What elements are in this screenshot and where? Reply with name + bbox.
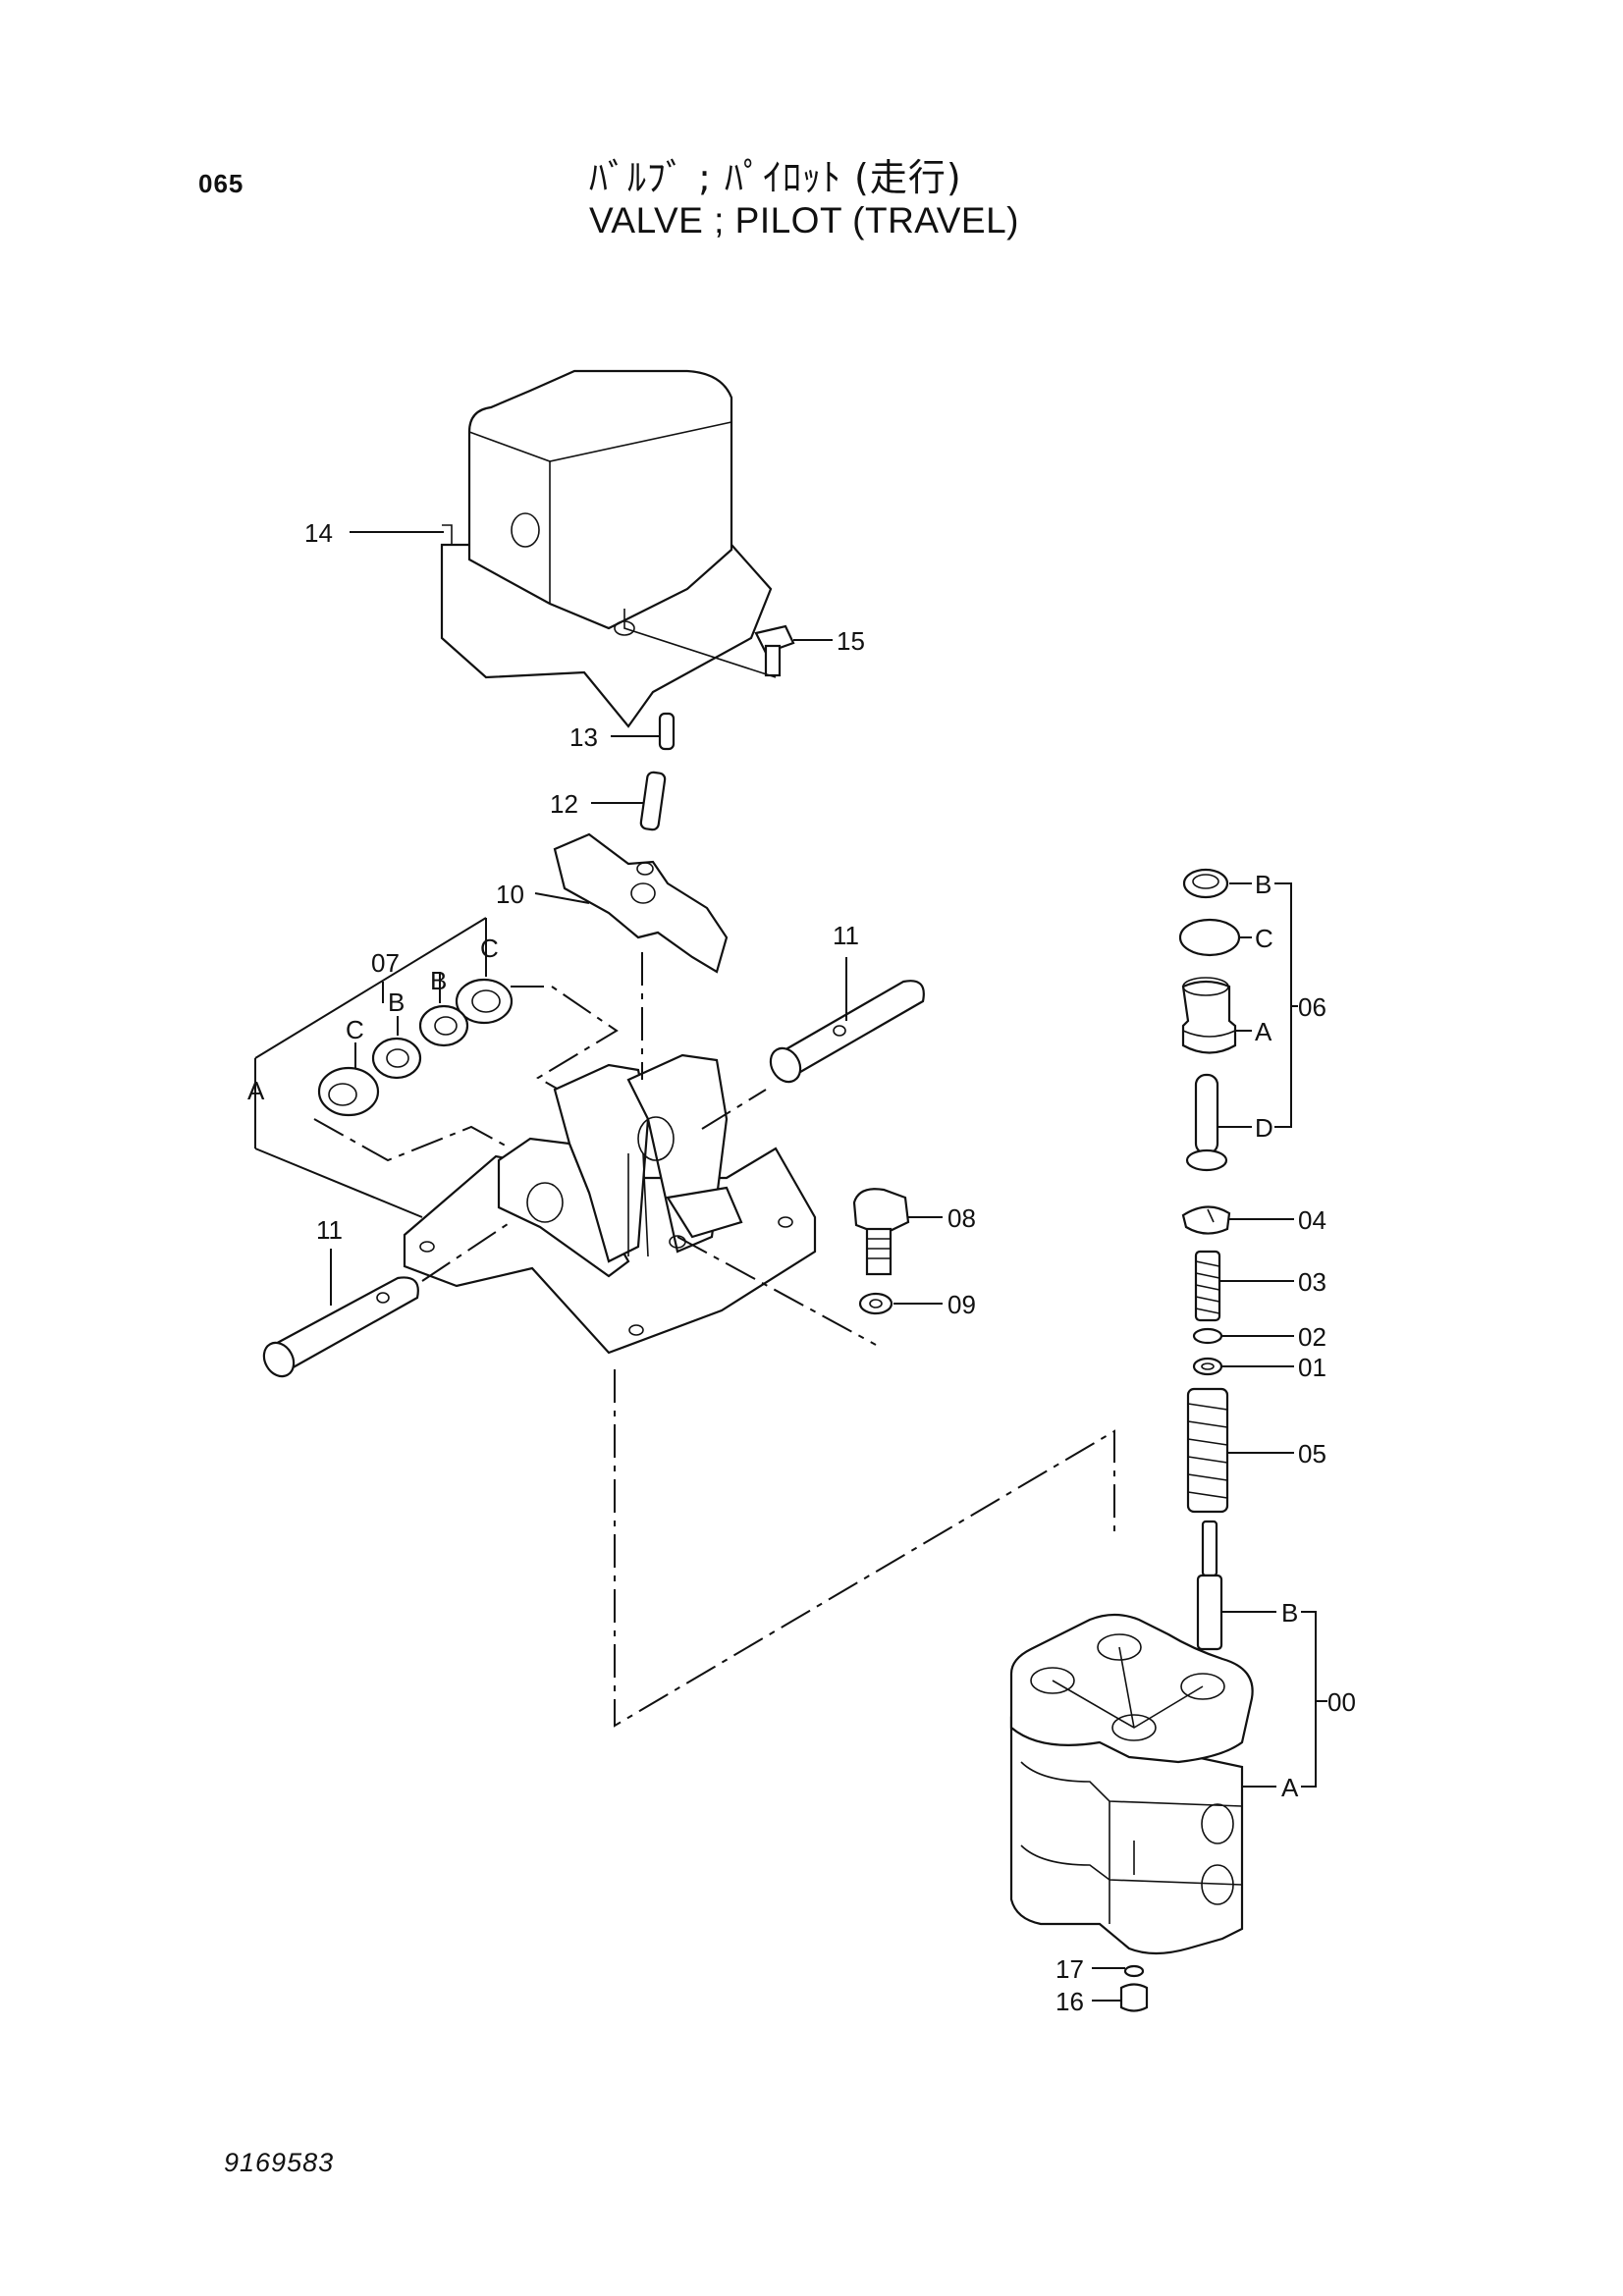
label-07-c-upper: C — [480, 934, 499, 963]
callout-03: 03 — [1298, 1267, 1326, 1297]
label-06-d: D — [1255, 1113, 1273, 1143]
part-pin-12 — [639, 771, 667, 831]
part-oring-17 — [1123, 1964, 1145, 1978]
callout-02: 02 — [1298, 1322, 1326, 1352]
part-retainer-04 — [1181, 1205, 1231, 1235]
title-english: VALVE ; PILOT (TRAVEL) — [589, 200, 1019, 240]
part-lever-10 — [553, 832, 729, 974]
callout-12: 12 — [550, 789, 578, 819]
callout-00: 00 — [1327, 1687, 1356, 1717]
part-spool-00b — [1196, 1520, 1223, 1651]
label-07-b-right: B — [430, 966, 447, 995]
callout-08: 08 — [947, 1203, 976, 1233]
part-plug-06a — [1181, 977, 1237, 1054]
callout-11-left: 11 — [316, 1215, 343, 1245]
callout-17: 17 — [1055, 1954, 1084, 1984]
callout-04: 04 — [1298, 1205, 1326, 1235]
part-washer-09 — [858, 1292, 893, 1315]
part-pushrod-06d — [1185, 1073, 1228, 1172]
part-bushing-set-07 — [317, 978, 514, 1117]
label-07-c-lower: C — [346, 1015, 364, 1044]
part-seal-ring-06b — [1182, 868, 1229, 899]
label-00-a: A — [1281, 1773, 1299, 1802]
label-06-b: B — [1255, 870, 1271, 899]
part-shim-01 — [1192, 1357, 1223, 1376]
part-plug-16 — [1119, 1983, 1149, 2012]
callout-15: 15 — [837, 626, 865, 656]
callout-14: 14 — [304, 518, 333, 548]
part-pin-11-left — [262, 1276, 419, 1378]
callout-05: 05 — [1298, 1439, 1326, 1468]
part-spring-03 — [1194, 1250, 1221, 1322]
callout-16: 16 — [1055, 1987, 1084, 2016]
callout-01: 01 — [1298, 1353, 1326, 1382]
callout-10: 10 — [496, 880, 524, 909]
label-00-b: B — [1281, 1598, 1298, 1628]
callout-11-right: 11 — [833, 921, 859, 950]
part-cover-boot — [440, 369, 773, 728]
label-07-a: A — [247, 1076, 265, 1105]
callout-06: 06 — [1298, 992, 1326, 1022]
part-valve-body-bracket — [403, 1053, 817, 1355]
callout-13: 13 — [569, 722, 598, 752]
title-japanese: ﾊﾞﾙﾌﾞ ; ﾊﾟｲﾛｯﾄ (走行) — [589, 156, 962, 199]
label-06-c: C — [1255, 924, 1273, 953]
callout-07: 07 — [371, 948, 400, 978]
part-pin-13 — [658, 712, 676, 751]
page-code: 065 — [198, 169, 244, 198]
label-06-a: A — [1255, 1017, 1272, 1046]
drawing-number: 9169583 — [224, 2148, 335, 2177]
part-bolt-15 — [754, 624, 795, 677]
callout-09: 09 — [947, 1290, 976, 1319]
part-bolt-08 — [852, 1188, 910, 1276]
part-washer-02 — [1192, 1327, 1223, 1345]
part-oring-06c — [1178, 918, 1241, 957]
part-pin-11-right — [769, 980, 925, 1084]
part-spring-05 — [1186, 1387, 1229, 1514]
part-valve-casing-00a — [1009, 1613, 1254, 1955]
label-07-b-left: B — [388, 988, 405, 1017]
